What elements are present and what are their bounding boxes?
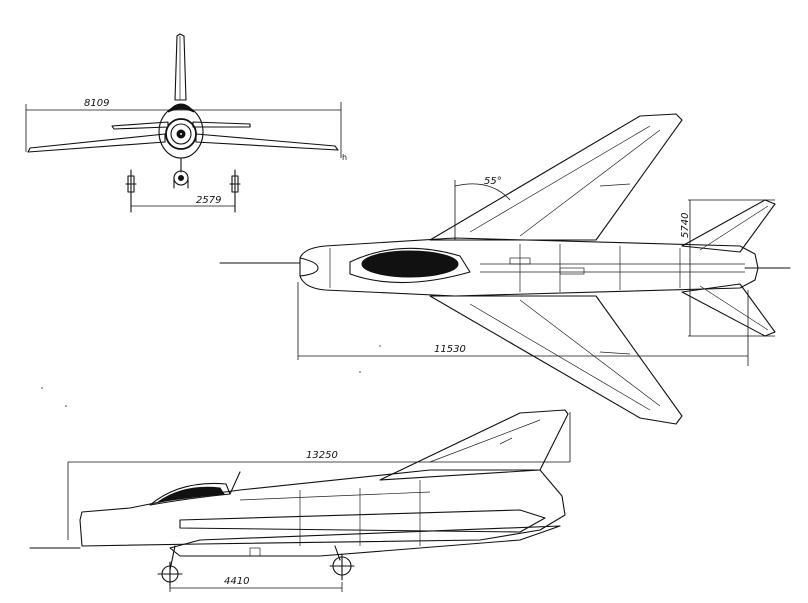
front-track-label: 2579 bbox=[196, 195, 221, 206]
front-main-gear-right bbox=[229, 169, 241, 213]
top-tail-span-label: 5740 bbox=[680, 213, 691, 238]
scan-artifacts bbox=[41, 345, 381, 407]
front-wing-left bbox=[27, 133, 166, 153]
front-span-label: 8109 bbox=[84, 98, 109, 109]
side-view: 13250 4410 bbox=[29, 409, 571, 592]
top-wing-lower bbox=[429, 295, 683, 425]
top-fuselage bbox=[299, 237, 759, 297]
front-ground-marker: h bbox=[342, 153, 347, 162]
side-fuselage bbox=[79, 469, 566, 547]
top-sweep-label: 55° bbox=[484, 176, 502, 187]
side-nose-gear bbox=[157, 545, 183, 587]
top-sweep-arc bbox=[454, 183, 511, 201]
side-wheelbase-label: 4410 bbox=[224, 576, 249, 587]
side-fin bbox=[379, 409, 569, 481]
top-view: 55° 11530 5740 bbox=[219, 113, 791, 425]
top-tailplane-lower bbox=[681, 283, 776, 337]
front-wing-right bbox=[195, 133, 339, 151]
top-tailplane-upper bbox=[681, 199, 776, 253]
side-canopy bbox=[149, 482, 231, 506]
front-fin bbox=[174, 33, 187, 101]
side-main-gear bbox=[329, 545, 355, 581]
top-canopy bbox=[361, 250, 459, 278]
front-main-gear-left bbox=[125, 169, 137, 213]
front-view: 8109 bbox=[25, 33, 347, 213]
top-length-label: 11530 bbox=[434, 344, 466, 355]
top-wing-upper bbox=[429, 113, 683, 241]
side-length-label: 13250 bbox=[306, 450, 338, 461]
